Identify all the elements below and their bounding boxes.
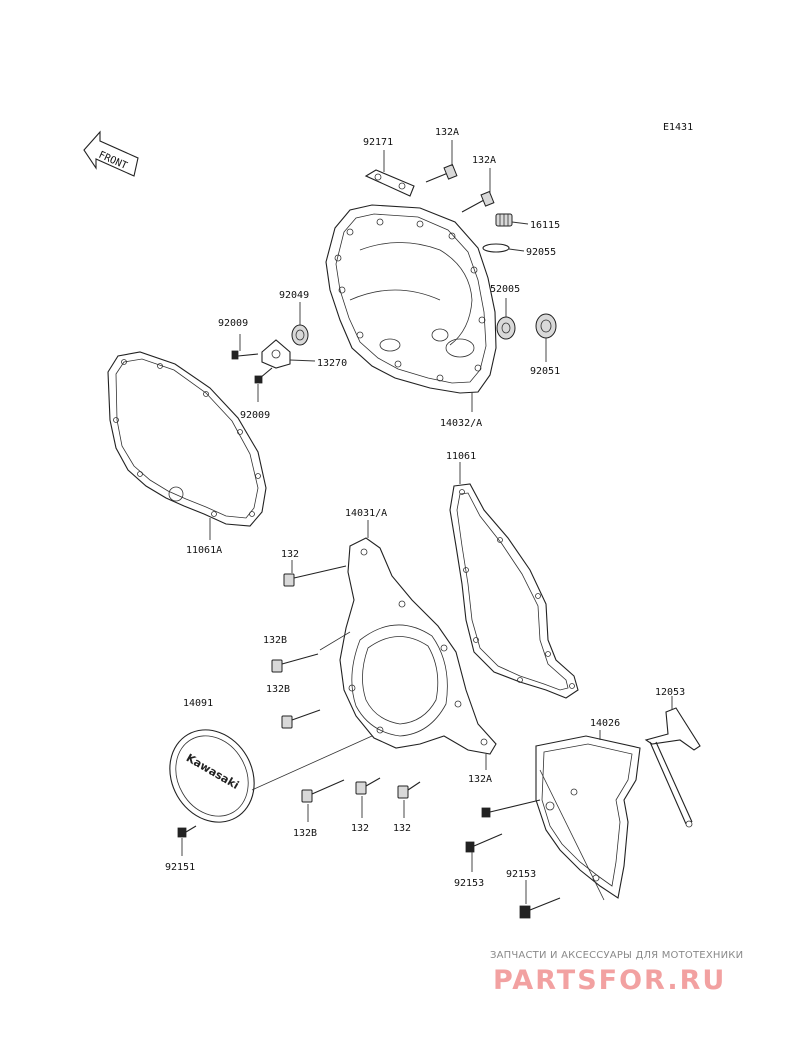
label-92153-2: 92153 <box>506 869 536 880</box>
gasket-11061A <box>107 351 267 527</box>
oring-92055 <box>482 243 510 253</box>
gasket-11061 <box>449 483 579 699</box>
sprocket-cover-14026 <box>535 735 641 899</box>
bolt-132A-2 <box>461 190 495 213</box>
label-92009-2: 92009 <box>240 410 270 421</box>
bolt-132B-mid <box>281 709 321 729</box>
clutch-cover-14032A <box>325 204 497 394</box>
label-92049: 92049 <box>279 290 309 301</box>
label-16115: 16115 <box>530 220 560 231</box>
label-132A-1: 132A <box>435 127 459 138</box>
bolt-132B-3 <box>301 779 345 803</box>
front-label: FRONT <box>97 150 129 172</box>
label-11061: 11061 <box>446 451 476 462</box>
label-132B-3: 132B <box>293 828 317 839</box>
label-14032A: 14032/A <box>440 418 482 429</box>
label-132A-2: 132A <box>472 155 496 166</box>
label-12053: 12053 <box>655 687 685 698</box>
badge-text: Kawasaki <box>184 751 241 792</box>
label-14031A: 14031/A <box>345 508 387 519</box>
label-92055: 92055 <box>526 247 556 258</box>
label-92153-1: 92153 <box>454 878 484 889</box>
screw-92009-1 <box>231 350 259 360</box>
label-52005: 52005 <box>490 284 520 295</box>
bracket-12053 <box>644 707 701 828</box>
front-arrow: FRONT <box>83 130 139 177</box>
bolt-132B-1 <box>271 653 319 673</box>
label-13270: 13270 <box>317 358 347 369</box>
screw-92153-mid <box>465 833 503 853</box>
diagram-code: E1431 <box>663 122 693 133</box>
label-132-2: 132 <box>351 823 369 834</box>
label-14091: 14091 <box>183 698 213 709</box>
bracket-92171 <box>364 169 415 197</box>
screw-92151 <box>177 825 197 838</box>
bolt-132-3 <box>397 781 421 799</box>
bearing-52005 <box>496 316 516 340</box>
bolt-132-2 <box>355 777 381 795</box>
generator-cover-14031A <box>339 537 497 755</box>
badge-cover-14091: Kawasaki <box>169 729 255 823</box>
watermark-brand: PARTSFOR.RU <box>493 965 727 996</box>
screw-92153-2 <box>519 897 561 919</box>
label-132A-3: 132A <box>468 774 492 785</box>
label-132-3: 132 <box>393 823 411 834</box>
screw-92153-1 <box>481 799 541 818</box>
label-92171: 92171 <box>363 137 393 148</box>
label-132B-2: 132B <box>266 684 290 695</box>
seal-92051 <box>535 313 557 339</box>
label-11061A: 11061A <box>186 545 222 556</box>
label-92051: 92051 <box>530 366 560 377</box>
label-14026: 14026 <box>590 718 620 729</box>
label-92151: 92151 <box>165 862 195 873</box>
label-132B-1: 132B <box>263 635 287 646</box>
plate-13270 <box>261 339 291 369</box>
label-132-1: 132 <box>281 549 299 560</box>
label-92009-1: 92009 <box>218 318 248 329</box>
plug-16115 <box>495 213 513 227</box>
bolt-132-1 <box>283 565 347 587</box>
watermark-subtitle: ЗАПЧАСТИ И АКСЕССУАРЫ ДЛЯ МОТОТЕХНИКИ <box>490 950 744 961</box>
seal-92049 <box>291 324 309 346</box>
screw-92009-2 <box>254 367 273 384</box>
bolt-132A-1 <box>425 163 458 183</box>
